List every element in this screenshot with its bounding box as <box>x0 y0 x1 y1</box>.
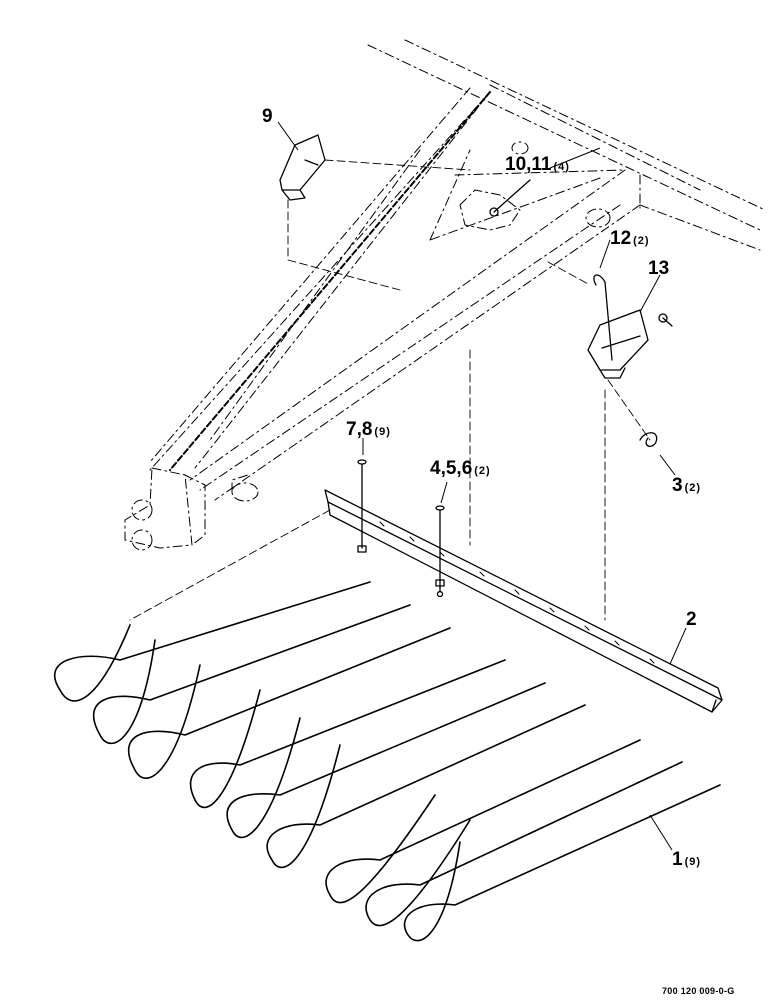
leader-lines <box>277 121 687 851</box>
clip-3 <box>639 432 658 447</box>
frame-phantom <box>124 39 766 551</box>
tines-1 <box>53 581 721 942</box>
bolt-7-8 <box>357 459 367 553</box>
tine-bar-2 <box>324 489 723 713</box>
callout-2: 2 <box>686 609 697 630</box>
callout-10-11: 10,11(4) <box>505 154 570 175</box>
callout-9: 9 <box>262 106 273 127</box>
callout-13: 13 <box>648 258 670 279</box>
frame-heavy-dash <box>169 91 491 471</box>
bracket-13 <box>587 274 673 379</box>
bolt-10-11 <box>489 179 531 217</box>
callout-4-5-6: 4,5,6(2) <box>430 458 491 479</box>
figure-number: 700 120 009-0-G <box>662 986 735 996</box>
callout-12: 12(2) <box>610 228 650 249</box>
callout-1: 1(9) <box>672 849 702 870</box>
bracket-9 <box>279 134 326 201</box>
callout-3: 3(2) <box>672 475 702 496</box>
callout-7-8: 7,8(9) <box>346 419 391 440</box>
bolt-4-5-6 <box>435 505 445 598</box>
bar-holes <box>379 521 655 664</box>
